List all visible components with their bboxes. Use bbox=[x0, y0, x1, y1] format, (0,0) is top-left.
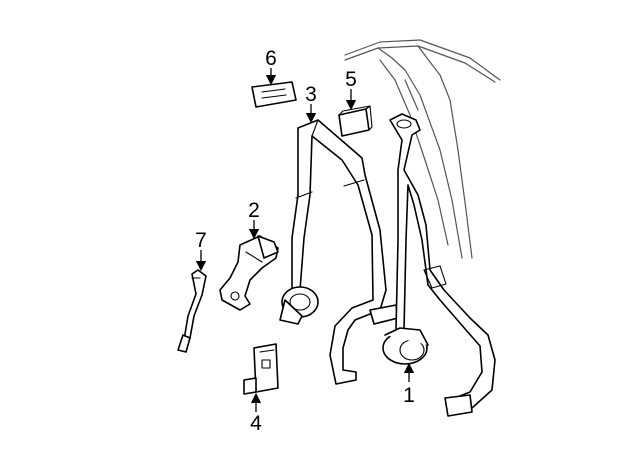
seat-belt-webbing-part bbox=[279, 119, 399, 385]
guide-cover-part bbox=[338, 105, 373, 137]
callout-5: 5 bbox=[345, 68, 357, 111]
vehicle-pillar-outline bbox=[344, 39, 501, 259]
svg-text:3: 3 bbox=[305, 83, 317, 106]
callout-1: 1 bbox=[403, 362, 415, 407]
buckle-strap-part bbox=[177, 269, 207, 353]
svg-text:2: 2 bbox=[248, 199, 260, 222]
svg-text:4: 4 bbox=[250, 412, 262, 435]
callout-6: 6 bbox=[265, 47, 277, 86]
callout-3: 3 bbox=[305, 83, 317, 124]
callout-4: 4 bbox=[250, 392, 262, 435]
buckle-assembly-part bbox=[219, 235, 279, 311]
svg-text:7: 7 bbox=[195, 229, 207, 252]
trim-cover-part bbox=[251, 81, 297, 108]
callout-7: 7 bbox=[195, 229, 207, 272]
callout-2: 2 bbox=[248, 199, 260, 240]
svg-text:6: 6 bbox=[265, 47, 277, 70]
svg-text:5: 5 bbox=[345, 68, 357, 91]
svg-text:1: 1 bbox=[403, 384, 415, 407]
mounting-bracket-part bbox=[243, 343, 279, 395]
retractor-assembly-part bbox=[382, 113, 496, 417]
